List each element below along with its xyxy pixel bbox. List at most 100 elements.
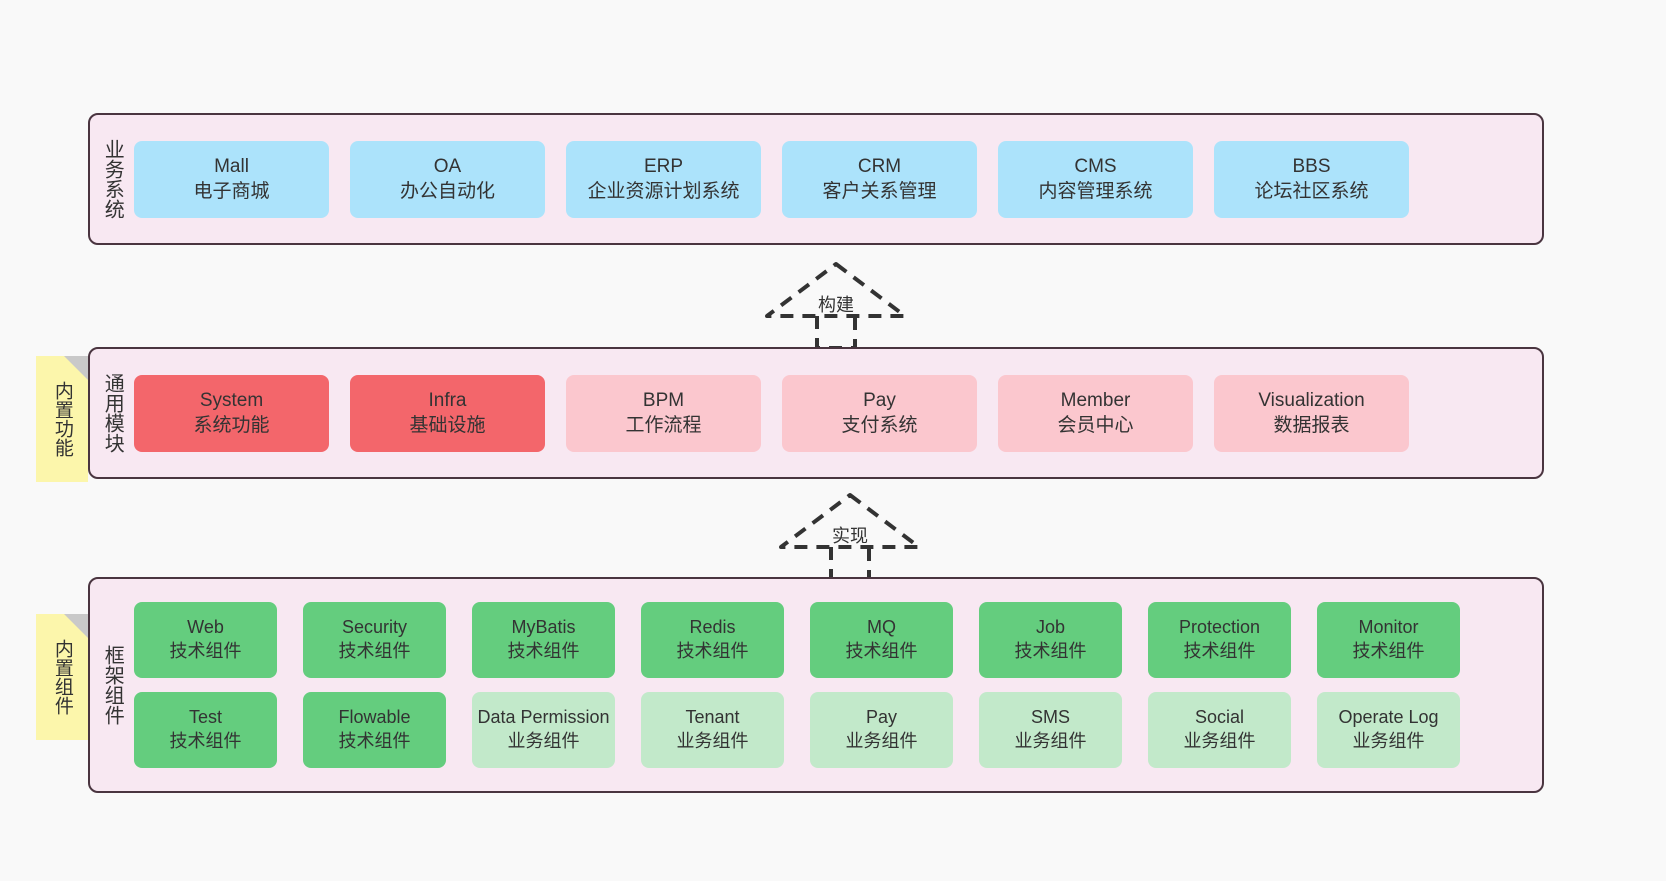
card-protection[interactable]: Protection 技术组件 — [1148, 602, 1291, 678]
card-mybatis[interactable]: MyBatis 技术组件 — [472, 602, 615, 678]
card-subtitle: 技术组件 — [1352, 641, 1425, 661]
card-title: Protection — [1178, 617, 1261, 638]
card-pay-business[interactable]: Pay 业务组件 — [810, 692, 953, 768]
card-subtitle: 技术组件 — [338, 641, 411, 661]
card-data-permission[interactable]: Data Permission 业务组件 — [472, 692, 615, 768]
note-builtin-functions: 内置功能 — [36, 356, 88, 482]
card-row: System 系统功能 Infra 基础设施 BPM 工作流程 Pay 支付系统… — [134, 374, 1526, 452]
card-title: MQ — [867, 617, 896, 638]
card-subtitle: 支付系统 — [841, 415, 918, 436]
card-cms[interactable]: CMS 内容管理系统 — [998, 140, 1193, 218]
card-mall[interactable]: Mall 电子商城 — [134, 140, 329, 218]
card-crm[interactable]: CRM 客户关系管理 — [782, 140, 977, 218]
card-subtitle: 内容管理系统 — [1038, 181, 1153, 202]
card-test[interactable]: Test 技术组件 — [134, 692, 277, 768]
card-title: Job — [1035, 617, 1066, 638]
card-subtitle: 业务组件 — [845, 731, 918, 751]
card-subtitle: 业务组件 — [1352, 731, 1425, 751]
card-flowable[interactable]: Flowable 技术组件 — [303, 692, 446, 768]
layer-label-common-modules: 通用模块 — [101, 373, 124, 453]
card-subtitle: 数据报表 — [1273, 415, 1350, 436]
card-subtitle: 业务组件 — [676, 731, 749, 751]
card-row: Mall 电子商城 OA 办公自动化 ERP 企业资源计划系统 CRM 客户关系… — [134, 140, 1526, 218]
card-sms[interactable]: SMS 业务组件 — [979, 692, 1122, 768]
card-visualization[interactable]: Visualization 数据报表 — [1214, 374, 1409, 452]
card-title: ERP — [643, 155, 684, 177]
card-security[interactable]: Security 技术组件 — [303, 602, 446, 678]
card-title: Operate Log — [1338, 707, 1439, 728]
card-pay[interactable]: Pay 支付系统 — [782, 374, 977, 452]
card-subtitle: 工作流程 — [625, 415, 702, 436]
card-bbs[interactable]: BBS 论坛社区系统 — [1214, 140, 1409, 218]
layer-body-common-modules: System 系统功能 Infra 基础设施 BPM 工作流程 Pay 支付系统… — [134, 349, 1542, 477]
layer-body-framework-components: Web 技术组件 Security 技术组件 MyBatis 技术组件 Redi… — [134, 579, 1542, 791]
card-title: System — [199, 389, 264, 411]
card-title: BPM — [642, 389, 685, 411]
card-title: BBS — [1292, 155, 1331, 177]
card-subtitle: 客户关系管理 — [822, 181, 937, 202]
card-subtitle: 业务组件 — [1183, 731, 1256, 751]
card-subtitle: 会员中心 — [1057, 415, 1134, 436]
card-title: Web — [187, 617, 224, 638]
card-title: CMS — [1074, 155, 1117, 177]
card-subtitle: 技术组件 — [1014, 641, 1087, 661]
layer-common-modules: 通用模块 System 系统功能 Infra 基础设施 BPM 工作流程 Pay… — [88, 347, 1544, 479]
card-subtitle: 业务组件 — [1014, 731, 1087, 751]
note-label: 内置功能 — [51, 381, 73, 457]
card-title: Redis — [689, 617, 736, 638]
card-infra[interactable]: Infra 基础设施 — [350, 374, 545, 452]
card-title: Pay — [863, 389, 896, 411]
card-monitor[interactable]: Monitor 技术组件 — [1317, 602, 1460, 678]
card-oa[interactable]: OA 办公自动化 — [350, 140, 545, 218]
connector-label-realize: 实现 — [832, 526, 868, 546]
card-subtitle: 业务组件 — [507, 731, 580, 751]
card-bpm[interactable]: BPM 工作流程 — [566, 374, 761, 452]
card-title: Mall — [214, 155, 249, 177]
note-fold-icon — [64, 614, 88, 638]
card-social[interactable]: Social 业务组件 — [1148, 692, 1291, 768]
card-title: Social — [1194, 707, 1245, 728]
card-title: Flowable — [338, 707, 411, 728]
layer-framework-components: 框架组件 Web 技术组件 Security 技术组件 MyBatis 技术组件… — [88, 577, 1544, 793]
card-subtitle: 技术组件 — [338, 731, 411, 751]
card-subtitle: 技术组件 — [1183, 641, 1256, 661]
layer-label-business-systems: 业务系统 — [101, 139, 124, 219]
card-subtitle: 企业资源计划系统 — [587, 181, 740, 202]
card-title: MyBatis — [511, 617, 576, 638]
card-subtitle: 系统功能 — [193, 415, 270, 436]
card-row: Test 技术组件 Flowable 技术组件 Data Permission … — [134, 692, 1526, 768]
layer-business-systems: 业务系统 Mall 电子商城 OA 办公自动化 ERP 企业资源计划系统 CRM… — [88, 113, 1544, 245]
card-member[interactable]: Member 会员中心 — [998, 374, 1193, 452]
layer-body-business-systems: Mall 电子商城 OA 办公自动化 ERP 企业资源计划系统 CRM 客户关系… — [134, 115, 1542, 243]
card-operate-log[interactable]: Operate Log 业务组件 — [1317, 692, 1460, 768]
card-title: CRM — [857, 155, 902, 177]
card-subtitle: 办公自动化 — [399, 181, 495, 202]
card-title: Security — [341, 617, 408, 638]
card-tenant[interactable]: Tenant 业务组件 — [641, 692, 784, 768]
connector-label-build: 构建 — [818, 295, 854, 315]
note-label: 内置组件 — [51, 639, 73, 715]
card-row: Web 技术组件 Security 技术组件 MyBatis 技术组件 Redi… — [134, 602, 1526, 678]
card-subtitle: 技术组件 — [169, 641, 242, 661]
card-mq[interactable]: MQ 技术组件 — [810, 602, 953, 678]
card-subtitle: 电子商城 — [193, 181, 270, 202]
card-erp[interactable]: ERP 企业资源计划系统 — [566, 140, 761, 218]
card-web[interactable]: Web 技术组件 — [134, 602, 277, 678]
card-title: Data Permission — [477, 707, 610, 728]
note-fold-icon — [64, 356, 88, 380]
card-subtitle: 技术组件 — [845, 641, 918, 661]
card-title: Monitor — [1358, 617, 1419, 638]
card-redis[interactable]: Redis 技术组件 — [641, 602, 784, 678]
card-title: Pay — [865, 707, 898, 728]
connector-build: 构建 — [761, 258, 911, 350]
layer-label-framework-components: 框架组件 — [101, 645, 124, 725]
card-title: Member — [1060, 389, 1131, 411]
card-subtitle: 基础设施 — [409, 415, 486, 436]
card-job[interactable]: Job 技术组件 — [979, 602, 1122, 678]
note-builtin-components: 内置组件 — [36, 614, 88, 740]
card-system[interactable]: System 系统功能 — [134, 374, 329, 452]
card-subtitle: 技术组件 — [676, 641, 749, 661]
card-title: Infra — [428, 389, 467, 411]
card-title: Tenant — [685, 707, 740, 728]
